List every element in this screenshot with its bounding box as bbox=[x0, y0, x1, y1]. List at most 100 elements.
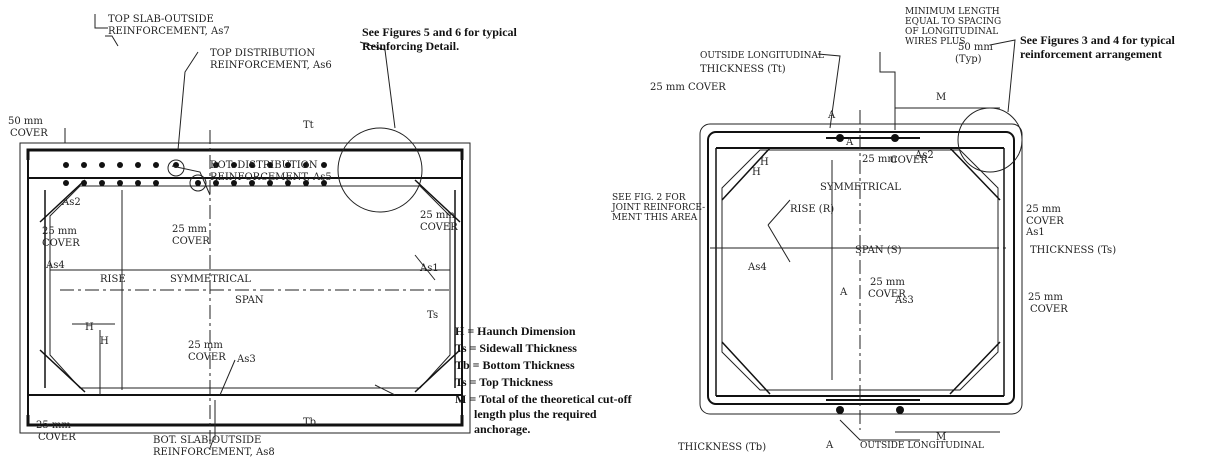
r-label-a-top-r: A bbox=[845, 137, 854, 148]
r-label-m-top: M bbox=[936, 92, 946, 103]
r-label-see-fig2-2: JOINT REINFORCE- bbox=[611, 203, 705, 213]
as8-leader bbox=[209, 400, 216, 449]
label-tt: Tt bbox=[303, 120, 314, 131]
r-label-a-bot: A bbox=[825, 440, 834, 451]
r-note-see-figs-3-4-1: See Figures 3 and 4 for typical bbox=[1020, 33, 1176, 47]
r-label-cover-bot-right-2: COVER bbox=[1030, 304, 1068, 315]
label-top-slab-outside-1: TOP SLAB-OUTSIDE bbox=[108, 14, 214, 25]
label-cover-25-left-1: 25 mm bbox=[42, 226, 77, 237]
right-outer-rebar bbox=[707, 131, 1015, 405]
r-label-as2: As2 bbox=[914, 150, 934, 161]
r-label-h-2: H bbox=[752, 167, 761, 178]
r-label-cover-bot-inner-1: 25 mm bbox=[870, 277, 905, 288]
haunch-bar-tl bbox=[39, 179, 86, 223]
r-label-cover-inner-2: COVER bbox=[890, 155, 928, 166]
legend: H = Haunch Dimension Ts = Sidewall Thick… bbox=[455, 324, 633, 436]
right-inner-cavity bbox=[721, 149, 999, 391]
r-label-h-1: H bbox=[760, 157, 769, 168]
r-label-min-length-1: MINIMUM LENGTH bbox=[905, 7, 1000, 17]
r-label-see-fig2-3: MENT THIS AREA bbox=[612, 213, 698, 223]
label-cover-25-right-2: COVER bbox=[420, 222, 458, 233]
r-see-figs-leader bbox=[989, 39, 1016, 113]
label-h-1: H bbox=[85, 322, 94, 333]
label-cover-25-left-2: COVER bbox=[42, 238, 80, 249]
tb-leader-line bbox=[374, 384, 396, 396]
label-cover-50-2: COVER bbox=[10, 128, 48, 139]
legend-line-3: Tb = Bottom Thickness bbox=[455, 358, 575, 372]
legend-line-7: anchorage. bbox=[474, 422, 530, 436]
label-bot-slab-outside-1: BOT. SLAB-OUTSIDE bbox=[153, 435, 261, 446]
label-as1: As1 bbox=[419, 263, 439, 274]
r-label-a-bot-l: A bbox=[839, 287, 848, 298]
as6-leader bbox=[177, 51, 199, 151]
legend-line-5: M = Total of the theoretical cut-off bbox=[455, 392, 633, 406]
r-label-cover-inner-1: 25 mm bbox=[862, 154, 897, 165]
label-bot-distribution-1: BOT. DISTRIBUTION bbox=[210, 160, 318, 171]
label-cover-25-mid-1: 25 mm bbox=[188, 340, 223, 351]
r-top-bar-dot-2 bbox=[891, 134, 899, 142]
label-cover-25-center-2: COVER bbox=[172, 236, 210, 247]
r-label-symmetrical: SYMMETRICAL bbox=[820, 182, 901, 193]
legend-line-4: Ts = Top Thickness bbox=[455, 375, 553, 389]
r-joint-leader bbox=[767, 199, 791, 263]
r-min-length-leader bbox=[879, 52, 896, 130]
r-label-cover-right-1: 25 mm bbox=[1026, 204, 1061, 215]
r-label-span: SPAN (S) bbox=[855, 245, 902, 256]
r-label-cover-bot-inner-2: COVER bbox=[868, 289, 906, 300]
r-haunch-br bbox=[949, 341, 1001, 395]
left-top-outside-rebar bbox=[26, 148, 464, 160]
r-label-as4: As4 bbox=[747, 262, 767, 273]
r-label-thickness-ts: THICKNESS (Ts) bbox=[1030, 245, 1116, 256]
label-cover-25-bottom-2: COVER bbox=[38, 432, 76, 443]
note-see-figs-5-6-2: Reinforcing Detail. bbox=[362, 39, 459, 53]
haunch-bar-br bbox=[414, 349, 461, 393]
label-tb: Tb bbox=[303, 417, 316, 428]
r-note-see-figs-3-4-2: reinforcement arrangement bbox=[1020, 47, 1162, 61]
label-as3: As3 bbox=[236, 354, 256, 365]
label-cover-25-center-1: 25 mm bbox=[172, 224, 207, 235]
r-outside-long-leader bbox=[817, 53, 841, 129]
corner-detail-circle bbox=[337, 127, 423, 213]
r-label-thickness-tb: THICKNESS (Tb) bbox=[678, 442, 766, 453]
r-haunch-tl bbox=[721, 147, 771, 201]
label-top-slab-outside-2: REINFORCEMENT, As7 bbox=[108, 26, 230, 37]
legend-line-1: H = Haunch Dimension bbox=[455, 324, 576, 338]
left-box-culvert bbox=[19, 14, 471, 450]
label-as2: As2 bbox=[61, 197, 81, 208]
haunch-bar-tr bbox=[414, 179, 461, 223]
label-rise: RISE bbox=[100, 274, 126, 285]
r-label-as3: As3 bbox=[894, 295, 914, 306]
r-top-bar-dot-1 bbox=[836, 134, 844, 142]
label-cover-25-right-1: 25 mm bbox=[420, 210, 455, 221]
r-label-min-length-3: OF LONGITUDINAL bbox=[905, 27, 998, 37]
bot-dist-leader bbox=[171, 165, 211, 196]
r-label-typ: (Typ) bbox=[955, 54, 982, 65]
r-label-cover-bot-right-1: 25 mm bbox=[1028, 292, 1063, 303]
label-bot-slab-outside-2: REINFORCEMENT, As8 bbox=[153, 447, 275, 458]
left-bottom-outside-rebar bbox=[26, 415, 464, 427]
as7-leader bbox=[94, 14, 119, 47]
note-see-figs-5-6-1: See Figures 5 and 6 for typical bbox=[362, 25, 518, 39]
label-top-distribution-1: TOP DISTRIBUTION bbox=[210, 48, 315, 59]
r-label-rise: RISE (R) bbox=[790, 204, 834, 215]
r-bot-bar-dot-2 bbox=[896, 406, 904, 414]
bot-dist-highlight bbox=[189, 174, 207, 192]
r-label-cover-right-2: COVER bbox=[1026, 216, 1064, 227]
label-cover-25-bottom-1: 25 mm bbox=[36, 420, 71, 431]
r-label-min-length-4: WIRES PLUS bbox=[905, 37, 965, 47]
label-as4: As4 bbox=[45, 260, 65, 271]
r-label-outside-long-top: OUTSIDE LONGITUDINAL bbox=[700, 51, 824, 61]
label-ts: Ts bbox=[427, 310, 438, 321]
label-symmetrical: SYMMETRICAL bbox=[170, 274, 251, 285]
label-cover-25-mid-2: COVER bbox=[188, 352, 226, 363]
r-label-see-fig2-1: SEE FIG. 2 FOR bbox=[612, 193, 686, 203]
label-h-2: H bbox=[100, 336, 109, 347]
left-outer-wall bbox=[19, 142, 471, 434]
r-outside-long-bot-leader bbox=[839, 419, 920, 441]
label-bot-distribution-2: REINFORCEMENT, As5 bbox=[210, 172, 332, 183]
haunch-bar-bl bbox=[39, 349, 86, 393]
see-figs-leader bbox=[359, 41, 396, 129]
r-label-m-bot: M bbox=[936, 432, 946, 443]
